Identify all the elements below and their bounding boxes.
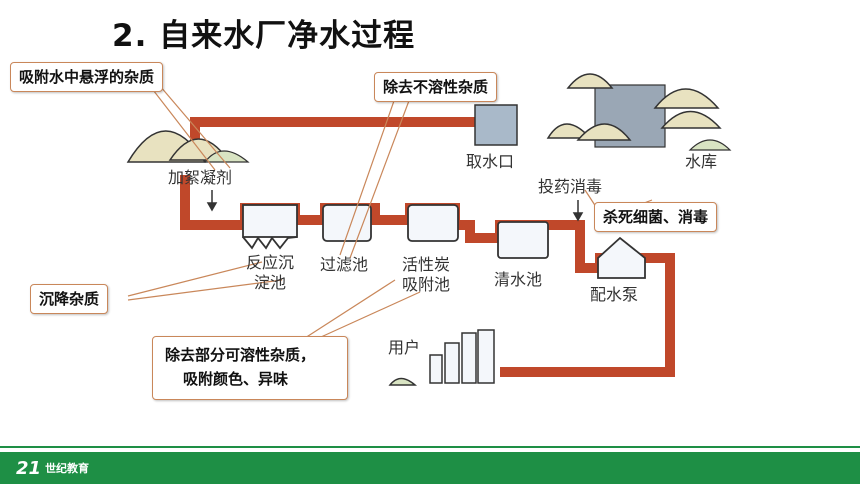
clear-water-tank-icon: [497, 221, 549, 259]
label-intake: 取水口: [466, 152, 514, 171]
callout-remove-soluble-line-1: 除去部分可溶性杂质，: [165, 346, 316, 364]
label-filter: 过滤池: [320, 255, 368, 274]
label-carbon-1: 活性炭: [402, 255, 450, 274]
label-reaction-2: 淀池: [254, 273, 286, 292]
brand-mark: 21: [16, 457, 42, 479]
page-title: 2. 自来水厂净水过程: [112, 18, 416, 54]
callout-sediment: 沉降杂质: [30, 284, 109, 314]
leader-lines: [127, 85, 653, 343]
callout-kill-bacteria: 杀死细菌、消毒: [594, 202, 718, 232]
brand-logo: 21 世纪教育: [16, 457, 90, 479]
intake-box: [474, 104, 518, 146]
callout-adsorb-suspended: 吸附水中悬浮的杂质: [10, 62, 164, 92]
label-reservoir: 水库: [685, 152, 717, 171]
footer-divider: [0, 446, 860, 448]
footer-bar: [0, 452, 860, 484]
label-dosing: 投药消毒: [538, 177, 602, 196]
label-pump: 配水泵: [590, 285, 638, 304]
label-reaction-1: 反应沉: [246, 253, 294, 272]
pipe-network: [180, 117, 675, 377]
filter-tank-icon: [322, 204, 372, 242]
pipe-intake-to-coagulant: [190, 117, 475, 150]
reservoir-icon: [546, 73, 732, 151]
water-treatment-diagram: 取水口 水库 加絮凝剂 投药消毒 反应沉 淀池 过滤池 活性炭 吸附池 清水池 …: [126, 73, 732, 386]
pump-icon: [597, 236, 646, 279]
reaction-tank-icon: [242, 204, 298, 250]
user-buildings-icon: [388, 329, 495, 386]
label-user: 用户: [388, 338, 420, 357]
label-coagulant: 加絮凝剂: [168, 168, 232, 187]
callout-remove-soluble-line-2: 吸附颜色、异味: [183, 370, 289, 388]
label-clear-water: 清水池: [494, 270, 542, 289]
arrow-dosing-icon: [572, 200, 584, 222]
callout-remove-insoluble: 除去不溶性杂质: [374, 72, 498, 102]
arrow-coagulant-icon: [206, 190, 218, 212]
label-carbon-2: 吸附池: [402, 275, 450, 294]
brand-text: 世纪教育: [45, 462, 90, 475]
carbon-tank-icon: [407, 204, 459, 242]
left-hills-icon: [126, 130, 250, 163]
callout-remove-soluble: 除去部分可溶性杂质， 吸附颜色、异味: [152, 336, 348, 400]
